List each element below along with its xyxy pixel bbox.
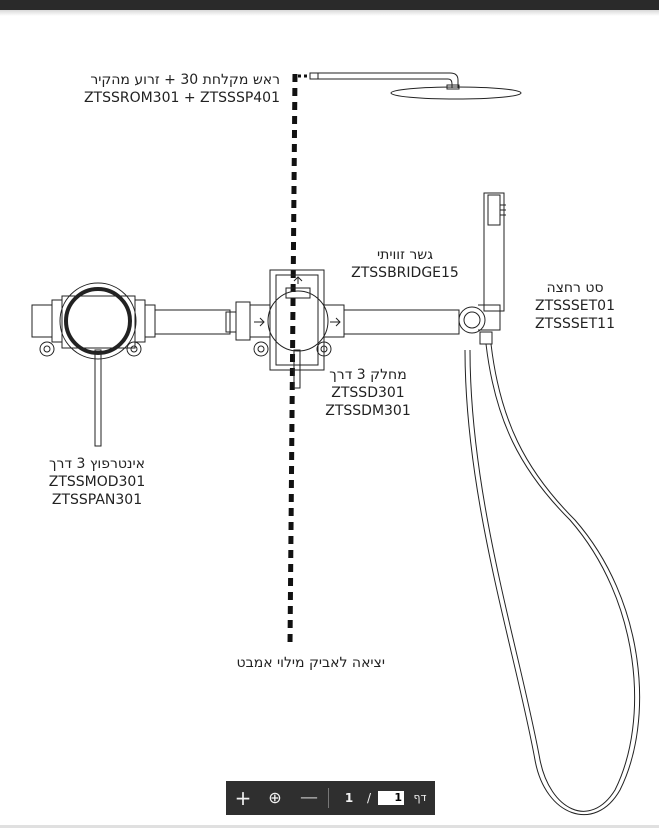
shower-set-label: סט רחצה ZTSSSET01 ZTSSSET11 [525,279,625,333]
zoom-icon[interactable]: ⊕ [268,788,282,807]
shower-head-and-arm [309,72,522,100]
bridge-label-code: ZTSSBRIDGE15 [351,265,459,281]
bath-spout-label: יציאה לאביק מילוי אמבט [195,654,385,672]
shower-head-feed-line [287,73,298,646]
shower-set-label-code-1: ZTSSSET01 [534,298,615,314]
viewer-top-bar [0,0,659,10]
toolbar-divider [328,788,329,808]
interface-label: אינטרפוץ 3 דרך ZTSSMOD301 ZTSSPAN301 [22,455,172,509]
page-separator: / [366,791,372,805]
viewer-bottom-border [0,825,659,828]
current-page-number: 1 [344,791,354,805]
interface-label-code-2: ZTSSPAN301 [51,492,143,508]
interface-label-title: אינטרפוץ 3 דרך [48,456,146,472]
connecting-pipe [154,309,237,335]
interface-valve [31,282,156,447]
hand-shower-set [458,192,641,816]
diverter-label: מחלק 3 דרך ZTSSD301 ZTSSDM301 [318,366,418,420]
zoom-in-button[interactable]: + [234,786,252,810]
page-number-input[interactable]: 1 [378,791,404,805]
bath-spout-label-title: יציאה לאביק מילוי אמבט [236,655,385,671]
bridge-label-title: גשר זוויתי [377,247,433,263]
viewer-top-shadow [0,10,659,16]
bridge-label: גשר זוויתי ZTSSBRIDGE15 [330,246,480,282]
shower-set-label-title: סט רחצה [546,280,604,296]
diverter-label-code-1: ZTSSD301 [331,385,405,401]
page-label: דף [413,791,427,804]
pdf-viewer-toolbar: + ⊕ — 1 / 1 דף [226,781,435,815]
shower-head-label-title: ראש מקלחת 30 + זרוע מהקיר [90,72,280,88]
interface-label-code-1: ZTSSMOD301 [48,474,146,490]
diverter-label-code-2: ZTSSDM301 [325,403,411,419]
shower-set-label-code-2: ZTSSSET11 [534,316,615,332]
bridge-pipe [343,309,460,335]
shower-head-label: ראש מקלחת 30 + זרוע מהקיר ZTSSROM301 + Z… [60,71,280,107]
shower-head-label-codes: ZTSSROM301 + ZTSSSP401 [83,90,280,106]
diverter-valve [235,269,345,389]
diverter-label-title: מחלק 3 דרך [329,367,407,383]
zoom-out-button[interactable]: — [300,787,318,808]
